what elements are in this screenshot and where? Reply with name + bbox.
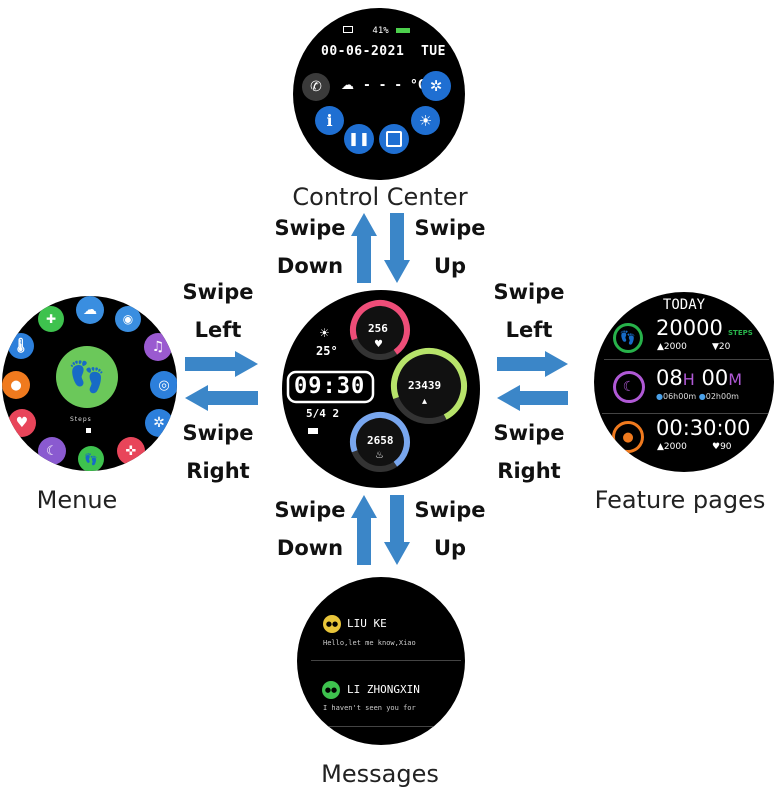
message-sender: LIU KE [347, 617, 387, 630]
home-watch-face[interactable]: ☀ 25° 09:30 5/4 2 256 ♥ 23439 ▴ 2658 ♨ [282, 290, 480, 488]
control-date: 00-06-2021 TUE [321, 44, 446, 59]
game-icon[interactable]: ✜ [117, 437, 145, 465]
battery-level: 41% [343, 26, 411, 36]
caption-control-center: Control Center [292, 183, 468, 211]
message-item[interactable]: ●● LIU KE Hello,let me know,Xiao [315, 600, 460, 660]
screen-icon[interactable] [379, 124, 409, 154]
bottom-ring-value: 2658 [367, 434, 394, 447]
right-ring-value: 23439 [408, 379, 442, 392]
feature-pages-watch[interactable]: TODAY 👣 20000 STEPS ▲2000 ▼20 ☾ 08H 00M … [594, 292, 774, 472]
home-time: 09:30 [294, 374, 366, 399]
steps-sub-left: ▲2000 [657, 342, 687, 352]
steps-value: 20000 [656, 316, 723, 340]
workout-sub-left: ▲2000 [657, 442, 687, 452]
info-icon[interactable]: i [315, 106, 344, 135]
heart-icon: ♥ [374, 339, 383, 350]
divider [311, 660, 461, 661]
cloud-icon: ☁ [341, 78, 354, 93]
sleep-moon-icon[interactable]: ☾ [38, 437, 66, 465]
feature-title: TODAY [662, 297, 706, 313]
steps-icon[interactable]: 👣 [78, 446, 104, 471]
message-preview: Hello,let me know,Xiao [323, 639, 416, 647]
message-item[interactable]: ●● LI ZHONGXIN I haven't seen you for [315, 667, 465, 727]
arrow-down-to-home-from-control [384, 213, 410, 283]
top-ring-value: 256 [368, 322, 388, 335]
thermometer-icon[interactable]: 🌡 [8, 333, 34, 359]
music-icon[interactable]: ♫ [144, 333, 172, 361]
sleep-sub-values: ●06h00m ●02h00m [656, 392, 739, 401]
steps-sub-right: ▼20 [712, 342, 731, 352]
workout-sub-right: ♥90 [712, 442, 732, 452]
divider [602, 413, 770, 414]
divider [313, 726, 453, 727]
timer-icon[interactable]: ◎ [150, 371, 177, 399]
sleep-duration: 08H 00M [656, 366, 742, 390]
message-indicator-icon [308, 428, 318, 434]
home-date: 5/4 2 [306, 407, 340, 420]
brightness-icon[interactable]: ☀ [411, 106, 440, 135]
workout-time: 00:30:00 [656, 416, 751, 440]
weather-sun-icon: ☀ [319, 326, 330, 340]
health-icon[interactable]: ✚ [38, 306, 64, 332]
weather-cloud-icon[interactable]: ☁ [76, 296, 104, 324]
phone-icon[interactable]: ✆ [302, 73, 330, 101]
message-sender: LI ZHONGXIN [347, 683, 420, 696]
arrow-up-to-home-from-messages [351, 495, 377, 565]
pause-icon[interactable]: ❚❚ [344, 124, 374, 154]
menu-page-dot [86, 428, 91, 433]
temperature-readout: - - - °C [363, 78, 426, 93]
caption-feature-pages: Feature pages [594, 486, 766, 514]
heart-rate-icon[interactable]: ♥ [8, 409, 36, 437]
arrow-left-to-home-from-feature [497, 385, 568, 411]
home-temperature: 25° [316, 344, 338, 358]
arrow-right-to-feature [497, 351, 568, 377]
workout-icon[interactable]: ● [2, 371, 30, 399]
shoe-icon: ▴ [422, 396, 428, 407]
messages-watch[interactable]: ●● LIU KE Hello,let me know,Xiao ●● LI Z… [297, 577, 465, 745]
control-center-watch[interactable]: 41% 00-06-2021 TUE ✆ ☁ - - - °C ✲ i ☀ ❚❚ [293, 8, 465, 180]
settings-icon[interactable]: ✲ [145, 409, 173, 437]
arrow-left-to-menu [185, 385, 258, 411]
message-app-icon: ●● [323, 615, 341, 633]
menu-center-label: Steps [70, 416, 92, 423]
message-preview: I haven't seen you for [323, 704, 416, 712]
gear-icon[interactable]: ✲ [421, 71, 451, 101]
workout-ring-icon: ● [612, 421, 644, 453]
steps-unit: STEPS [728, 329, 753, 337]
sleep-ring-icon: ☾ [613, 371, 645, 403]
menu-watch[interactable]: 👣 Steps ✚ ☁ ◉ 🌡 ♫ ● ◎ ♥ ✲ ☾ 👣 ✜ [2, 296, 177, 471]
arrow-up-to-control-center [351, 213, 377, 283]
caption-messages: Messages [321, 760, 439, 788]
steps-ring-icon: 👣 [613, 323, 643, 353]
divider [604, 359, 769, 360]
flame-icon: ♨ [375, 450, 384, 461]
caption-menu: Menue [36, 486, 118, 514]
camera-icon[interactable]: ◉ [115, 306, 141, 332]
message-app-icon: ●● [322, 681, 340, 699]
arrow-right-to-home-from-menu [185, 351, 258, 377]
steps-footprint-icon[interactable]: 👣 [56, 346, 118, 408]
arrow-down-to-messages [384, 495, 410, 565]
home-rings [286, 300, 467, 472]
